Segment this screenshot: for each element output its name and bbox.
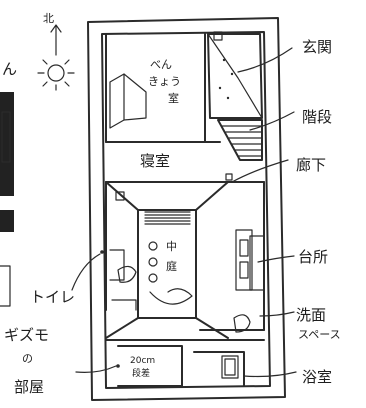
courtyard-walls — [137, 209, 197, 319]
gizumo-leader — [75, 365, 117, 373]
dark-panel-lower — [0, 210, 14, 232]
study-room-desk — [123, 73, 147, 121]
kitchen-shelf-left — [235, 229, 253, 291]
gizumo-label-line3: 部屋 — [14, 378, 44, 396]
stepping-stone-icon — [148, 273, 158, 283]
toilet-label: トイレ — [30, 288, 75, 306]
toilet-leader — [71, 253, 101, 291]
kitchen-shelf-items — [239, 239, 249, 279]
sun-icon — [47, 64, 65, 82]
kitchen-label: 台所 — [298, 248, 328, 266]
edge-box-fragment — [0, 265, 11, 307]
pond-icon — [149, 288, 193, 305]
entrance-leader — [237, 47, 293, 73]
study-room-label-line3: 室 — [168, 91, 179, 105]
compass: 北 — [37, 12, 75, 91]
toilet-door — [111, 299, 137, 311]
courtyard-bottom-edge — [105, 317, 229, 339]
hallway-leader — [231, 159, 289, 183]
study-room-walls — [105, 33, 206, 143]
study-room-window — [109, 73, 125, 129]
bathroom-walls — [193, 351, 245, 387]
stairs-outline — [217, 119, 263, 161]
courtyard-label-line2: 庭 — [166, 259, 177, 273]
kitchen-shelf-right — [249, 235, 265, 291]
courtyard-label-line1: 中 — [166, 240, 177, 253]
gizumo-label-line1: ギズモ — [4, 326, 49, 344]
inner-wall — [101, 31, 271, 389]
stepping-stone-icon — [148, 257, 158, 267]
study-room-label-line1: べん — [150, 58, 172, 71]
entrance-lamp-icon — [213, 31, 223, 41]
study-room: べん きょう 室 — [105, 33, 206, 143]
edge-text-fragment: ん — [2, 60, 17, 78]
entrance-diagonal — [207, 33, 263, 119]
stairs-label: 階段 — [302, 108, 332, 126]
bathtub-inner-icon — [224, 358, 236, 376]
gizumo-label-line2: の — [22, 352, 33, 365]
dark-panel-inner-frame — [1, 111, 11, 163]
step-label-line2: 段差 — [132, 367, 150, 379]
stairs — [217, 119, 263, 161]
washroom-label-line1: 洗面 — [296, 306, 326, 324]
entrance-area — [207, 31, 263, 119]
courtyard: 中 庭 — [105, 181, 229, 339]
bathroom-leader — [243, 371, 297, 378]
stairs-steps — [221, 125, 263, 157]
kitchen-shelves — [235, 229, 265, 291]
hallway-label: 廊下 — [296, 156, 326, 174]
sun-rays-icon — [37, 59, 75, 91]
toilet-icon — [117, 265, 137, 283]
kitchen-leader — [257, 255, 295, 263]
stairs-leader — [249, 111, 295, 131]
bathroom-label: 浴室 — [302, 368, 332, 386]
step-label-line1: 20cm — [130, 356, 155, 366]
stepping-stone-icon — [148, 241, 158, 251]
step-room-walls — [117, 345, 183, 387]
washroom-label-line2: スペース — [298, 328, 341, 341]
entrance-label: 玄関 — [302, 38, 332, 56]
wash-basin-icon — [233, 314, 251, 333]
bedroom-walls — [105, 141, 265, 183]
north-arrow-icon — [50, 24, 62, 56]
bathtub-icon — [221, 355, 239, 379]
washroom-leader — [259, 311, 295, 317]
toilet-light-icon — [115, 191, 125, 201]
courtyard-top-edge — [105, 181, 229, 211]
outer-wall — [87, 17, 286, 401]
toilet-paper-holder — [109, 249, 125, 281]
courtyard-sky-hatch — [144, 211, 191, 225]
hallway-light-icon — [225, 173, 233, 181]
study-room-label-line2: きょう — [148, 75, 181, 88]
compass-north-label: 北 — [43, 12, 54, 25]
bedroom-label: 寝室 — [140, 152, 170, 170]
